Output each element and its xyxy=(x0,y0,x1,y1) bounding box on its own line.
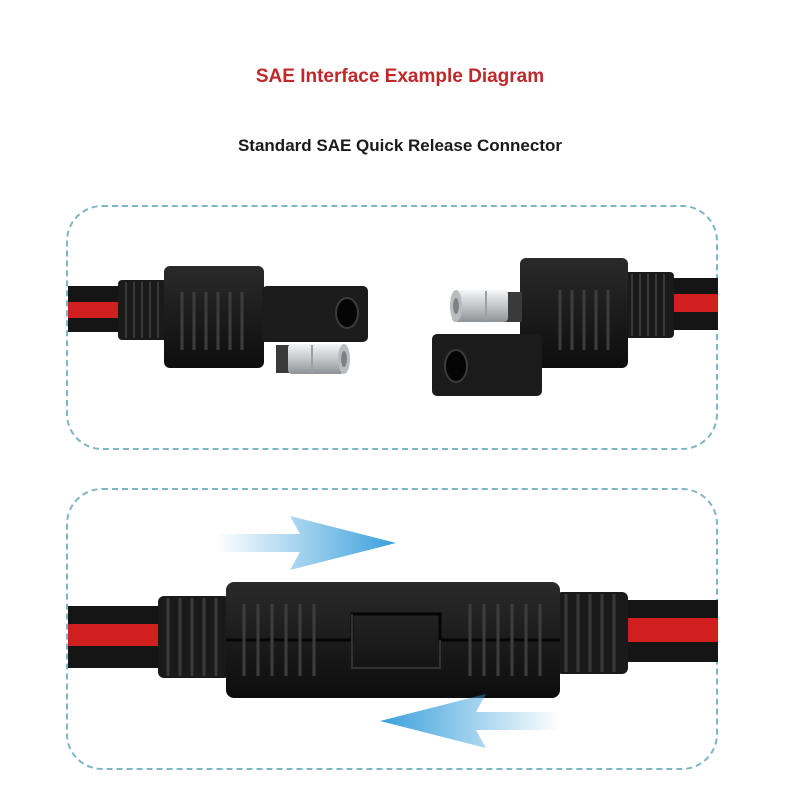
socket-hole xyxy=(444,349,468,383)
right-connector-unplugged xyxy=(432,258,718,396)
right-arrow-icon xyxy=(216,516,396,570)
diagram-title: SAE Interface Example Diagram xyxy=(255,66,545,87)
connected-sae-plug xyxy=(158,582,628,698)
left-arrow-icon xyxy=(380,694,560,748)
socket-hole xyxy=(335,297,359,329)
left-connector-unplugged xyxy=(68,266,368,374)
red-wire xyxy=(68,302,128,320)
diagram-subtitle: Standard SAE Quick Release Connector xyxy=(237,136,563,155)
black-wire xyxy=(68,286,128,304)
black-wire xyxy=(68,646,168,668)
black-wire xyxy=(620,642,718,662)
cable-left xyxy=(68,606,168,668)
metal-pin xyxy=(452,290,508,322)
red-wire xyxy=(660,294,718,314)
cable-right xyxy=(620,600,718,662)
black-wire xyxy=(660,312,718,330)
red-wire xyxy=(68,624,168,648)
metal-pin xyxy=(288,344,344,374)
red-wire xyxy=(620,618,718,644)
